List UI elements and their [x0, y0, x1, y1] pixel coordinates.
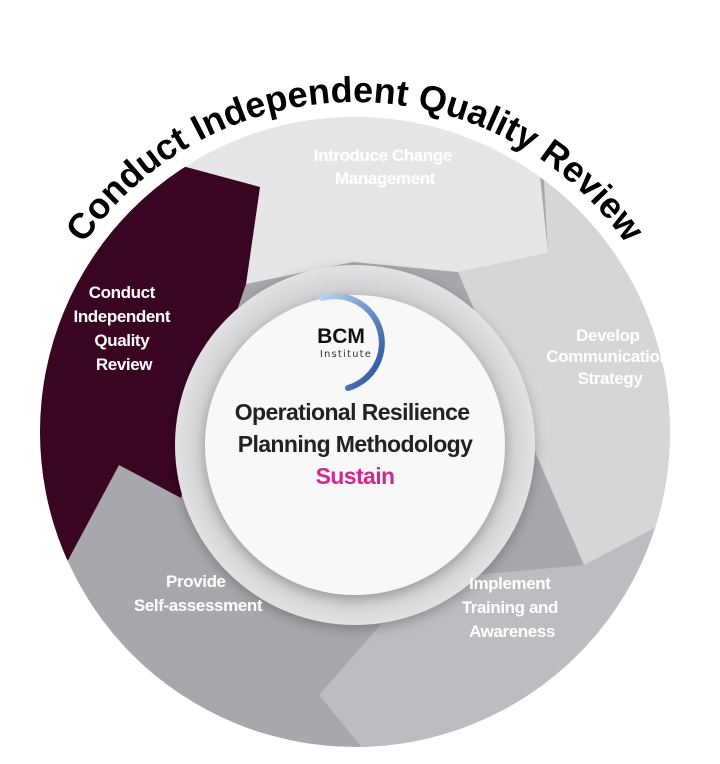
label-training: Implement Training and Awareness [462, 574, 563, 641]
segment-change[interactable] [160, 60, 548, 284]
center-title: Operational Resilience Planning Methodol… [235, 399, 476, 457]
label-quality-review: Conduct Independent Quality Review [74, 283, 175, 374]
svg-text:BCM: BCM [317, 325, 365, 348]
svg-text:Institute: Institute [320, 349, 372, 360]
label-change: Introduce Change Management [314, 146, 456, 188]
segment-labels: Introduce Change Management Develop Comm… [74, 146, 674, 641]
center-disc [205, 295, 505, 595]
bcm-logo: BCM Institute [317, 293, 385, 391]
label-self-assessment: Provide Self-assessment [134, 572, 263, 615]
label-communication: Develop Communication Strategy [546, 326, 674, 388]
phase-label: Sustain [316, 463, 395, 489]
